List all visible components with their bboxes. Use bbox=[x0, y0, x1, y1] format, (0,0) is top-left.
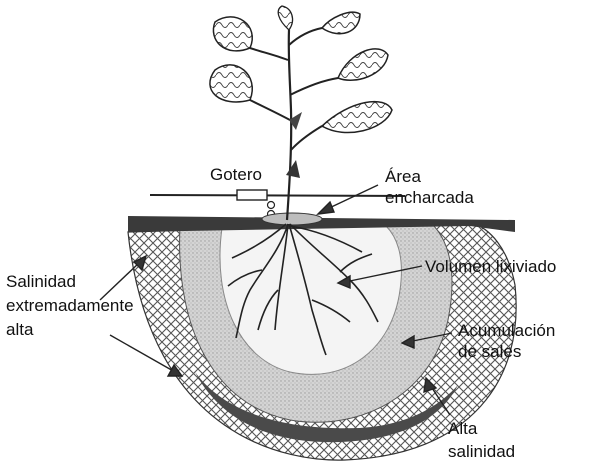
leaf bbox=[210, 65, 252, 102]
drip-line bbox=[150, 195, 405, 196]
label-alta-line1: Alta bbox=[448, 418, 477, 439]
waterlogged-area bbox=[262, 213, 322, 225]
label-acumulacion-line2: de sales bbox=[458, 341, 521, 362]
plant-icon bbox=[210, 6, 392, 220]
label-area-line2: encharcada bbox=[385, 187, 474, 208]
label-salinidad-line2: extremadamente bbox=[6, 295, 134, 316]
leaf bbox=[278, 6, 292, 30]
label-alta-line2: salinidad bbox=[448, 441, 515, 462]
leaf bbox=[213, 17, 252, 51]
label-acumulacion-line1: Acumulación bbox=[458, 320, 555, 341]
arrow-head bbox=[318, 202, 334, 214]
label-area-line1: Área bbox=[385, 166, 421, 187]
leaf bbox=[338, 49, 388, 80]
label-volumen-lixiviado: Volumen lixiviado bbox=[425, 256, 556, 277]
label-gotero: Gotero bbox=[210, 164, 262, 185]
arrow-area bbox=[325, 185, 378, 210]
leaf bbox=[322, 102, 392, 133]
label-salinidad-line1: Salinidad bbox=[6, 271, 76, 292]
dripper-icon bbox=[237, 190, 275, 218]
leaf bbox=[322, 12, 360, 34]
label-salinidad-line3: alta bbox=[6, 319, 33, 340]
